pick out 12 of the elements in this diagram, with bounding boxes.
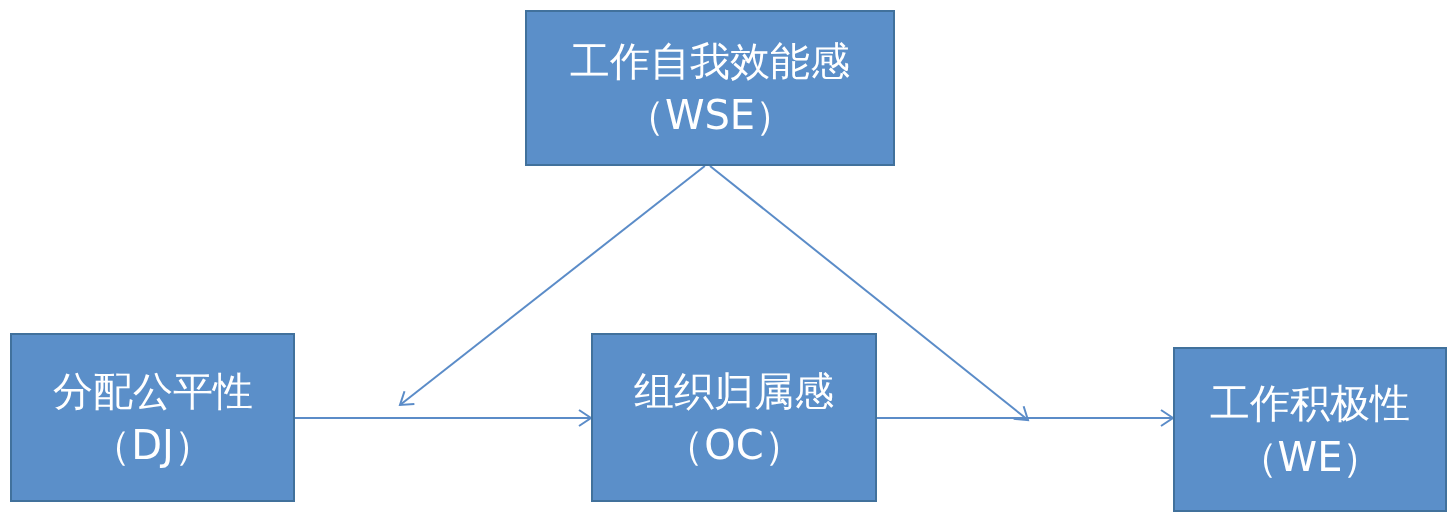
process-box (591, 333, 877, 502)
arrow (709, 165, 1029, 421)
box-label: 组织归属感（OC） (633, 366, 835, 470)
box-label: 分配公平性（DJ） (51, 366, 254, 470)
box-label: 工作自我效能感（WSE） (569, 37, 851, 140)
process-box (525, 10, 895, 166)
arrow (876, 409, 1174, 427)
process-box (10, 333, 295, 502)
arrow (294, 409, 592, 427)
arrow (399, 165, 706, 406)
box-label: 工作积极性（WE） (1209, 378, 1411, 482)
process-box (1173, 347, 1447, 512)
